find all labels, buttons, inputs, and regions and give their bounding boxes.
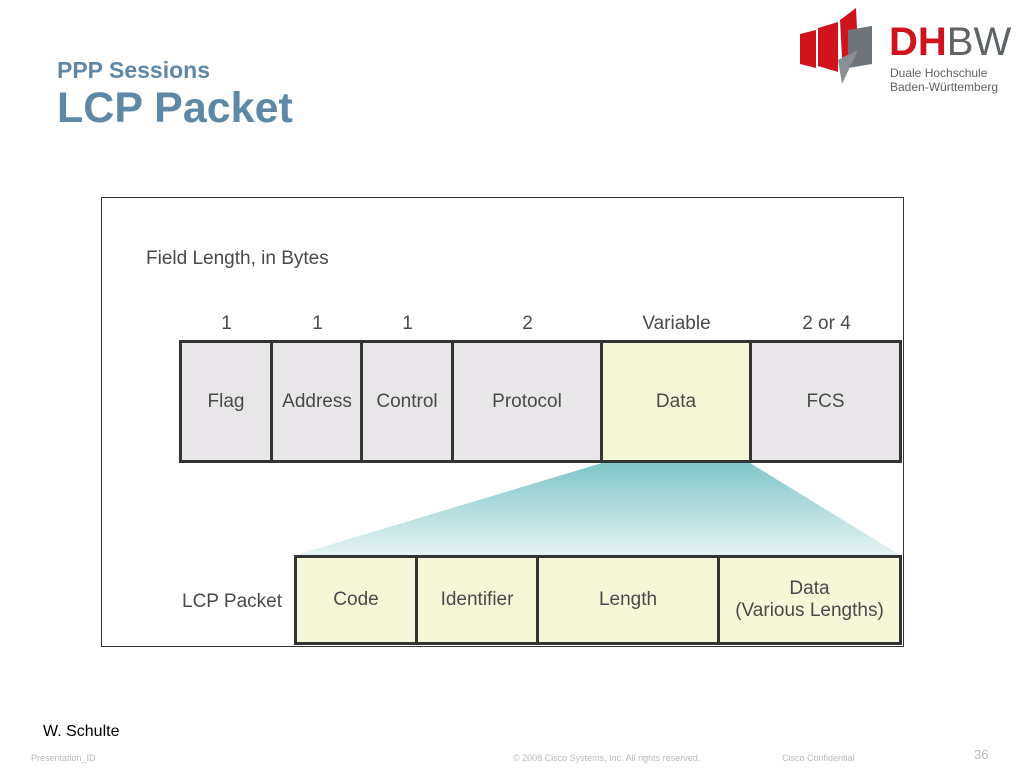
- length-control: 1: [402, 313, 413, 334]
- length-data: Variable: [642, 313, 711, 334]
- length-protocol: 2: [522, 313, 533, 334]
- logo-tagline-1: Duale Hochschule: [890, 66, 988, 80]
- field-flag: Flag: [179, 340, 273, 463]
- length-address: 1: [312, 313, 323, 334]
- lcp-packet-label: LCP Packet: [182, 591, 282, 612]
- slide-subtitle: PPP Sessions: [57, 57, 210, 83]
- dhbw-logo: DHBW Duale Hochschule Baden-Württemberg: [798, 8, 1018, 94]
- field-fcs: FCS: [749, 340, 902, 463]
- field-length-caption: Field Length, in Bytes: [146, 248, 329, 269]
- lcp-field-length: Length: [536, 555, 720, 645]
- field-address: Address: [270, 340, 364, 463]
- lcp-field-data-line2: (Various Lengths): [735, 600, 884, 621]
- ppp-frame-diagram: Field Length, in Bytes 1 1 1 2 Variable …: [101, 197, 904, 647]
- author-name: W. Schulte: [43, 723, 120, 740]
- logo-wordmark: DHBW: [889, 22, 1011, 62]
- field-protocol: Protocol: [451, 340, 603, 463]
- dhbw-logo-mark: [800, 8, 872, 84]
- length-fcs: 2 or 4: [802, 313, 851, 334]
- logo-tagline-2: Baden-Württemberg: [890, 80, 999, 94]
- lcp-field-data: Data (Various Lengths): [717, 555, 902, 645]
- footer-copyright: © 2008 Cisco Systems, Inc. All rights re…: [513, 753, 701, 763]
- lcp-field-code: Code: [294, 555, 418, 645]
- footer-presentation-id: Presentation_ID: [31, 753, 96, 763]
- lcp-field-data-line1: Data: [789, 578, 830, 599]
- field-control: Control: [360, 340, 454, 463]
- slide-title: LCP Packet: [57, 84, 293, 132]
- field-data: Data: [600, 340, 752, 463]
- page-number: 36: [974, 747, 989, 762]
- expansion-wedge: [296, 463, 900, 555]
- lcp-field-identifier: Identifier: [415, 555, 539, 645]
- footer-confidential: Cisco Confidential: [782, 753, 855, 763]
- logo-wordmark-dh: DH: [889, 20, 947, 64]
- logo-wordmark-bw: BW: [946, 20, 1012, 64]
- length-flag: 1: [221, 313, 232, 334]
